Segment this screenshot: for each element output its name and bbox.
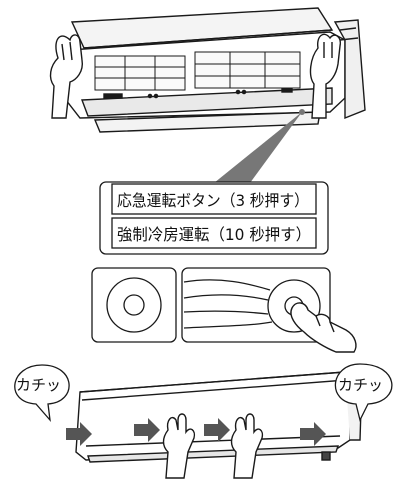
hand-icon bbox=[309, 33, 342, 119]
hand-icon bbox=[162, 413, 196, 479]
hand-icon bbox=[49, 34, 84, 119]
ac-unit-open-panel bbox=[65, 7, 366, 133]
button-location-marker bbox=[299, 109, 305, 115]
arrow-right-icon bbox=[134, 418, 160, 442]
ac-unit-closed-panel bbox=[75, 371, 363, 463]
arrow-right-icon bbox=[66, 422, 92, 446]
arrow-right-icon bbox=[204, 418, 230, 442]
click-sound-left: カチッ bbox=[16, 376, 61, 394]
click-sound-right: カチッ bbox=[338, 376, 383, 394]
callout-right bbox=[334, 363, 393, 422]
round-button-icon bbox=[123, 294, 145, 316]
zoom-pointer bbox=[214, 112, 302, 183]
callout-left bbox=[14, 364, 70, 423]
forced-cooling-label: 強制冷房運転（10 秒押す） bbox=[117, 225, 311, 244]
label-panel bbox=[99, 181, 329, 255]
hand-icon bbox=[290, 302, 357, 353]
emergency-operation-label: 応急運転ボタン（3 秒押す） bbox=[117, 191, 309, 210]
arrow-right-icon bbox=[300, 422, 326, 446]
hand-icon bbox=[230, 413, 264, 479]
button-closeup-left bbox=[91, 267, 177, 343]
